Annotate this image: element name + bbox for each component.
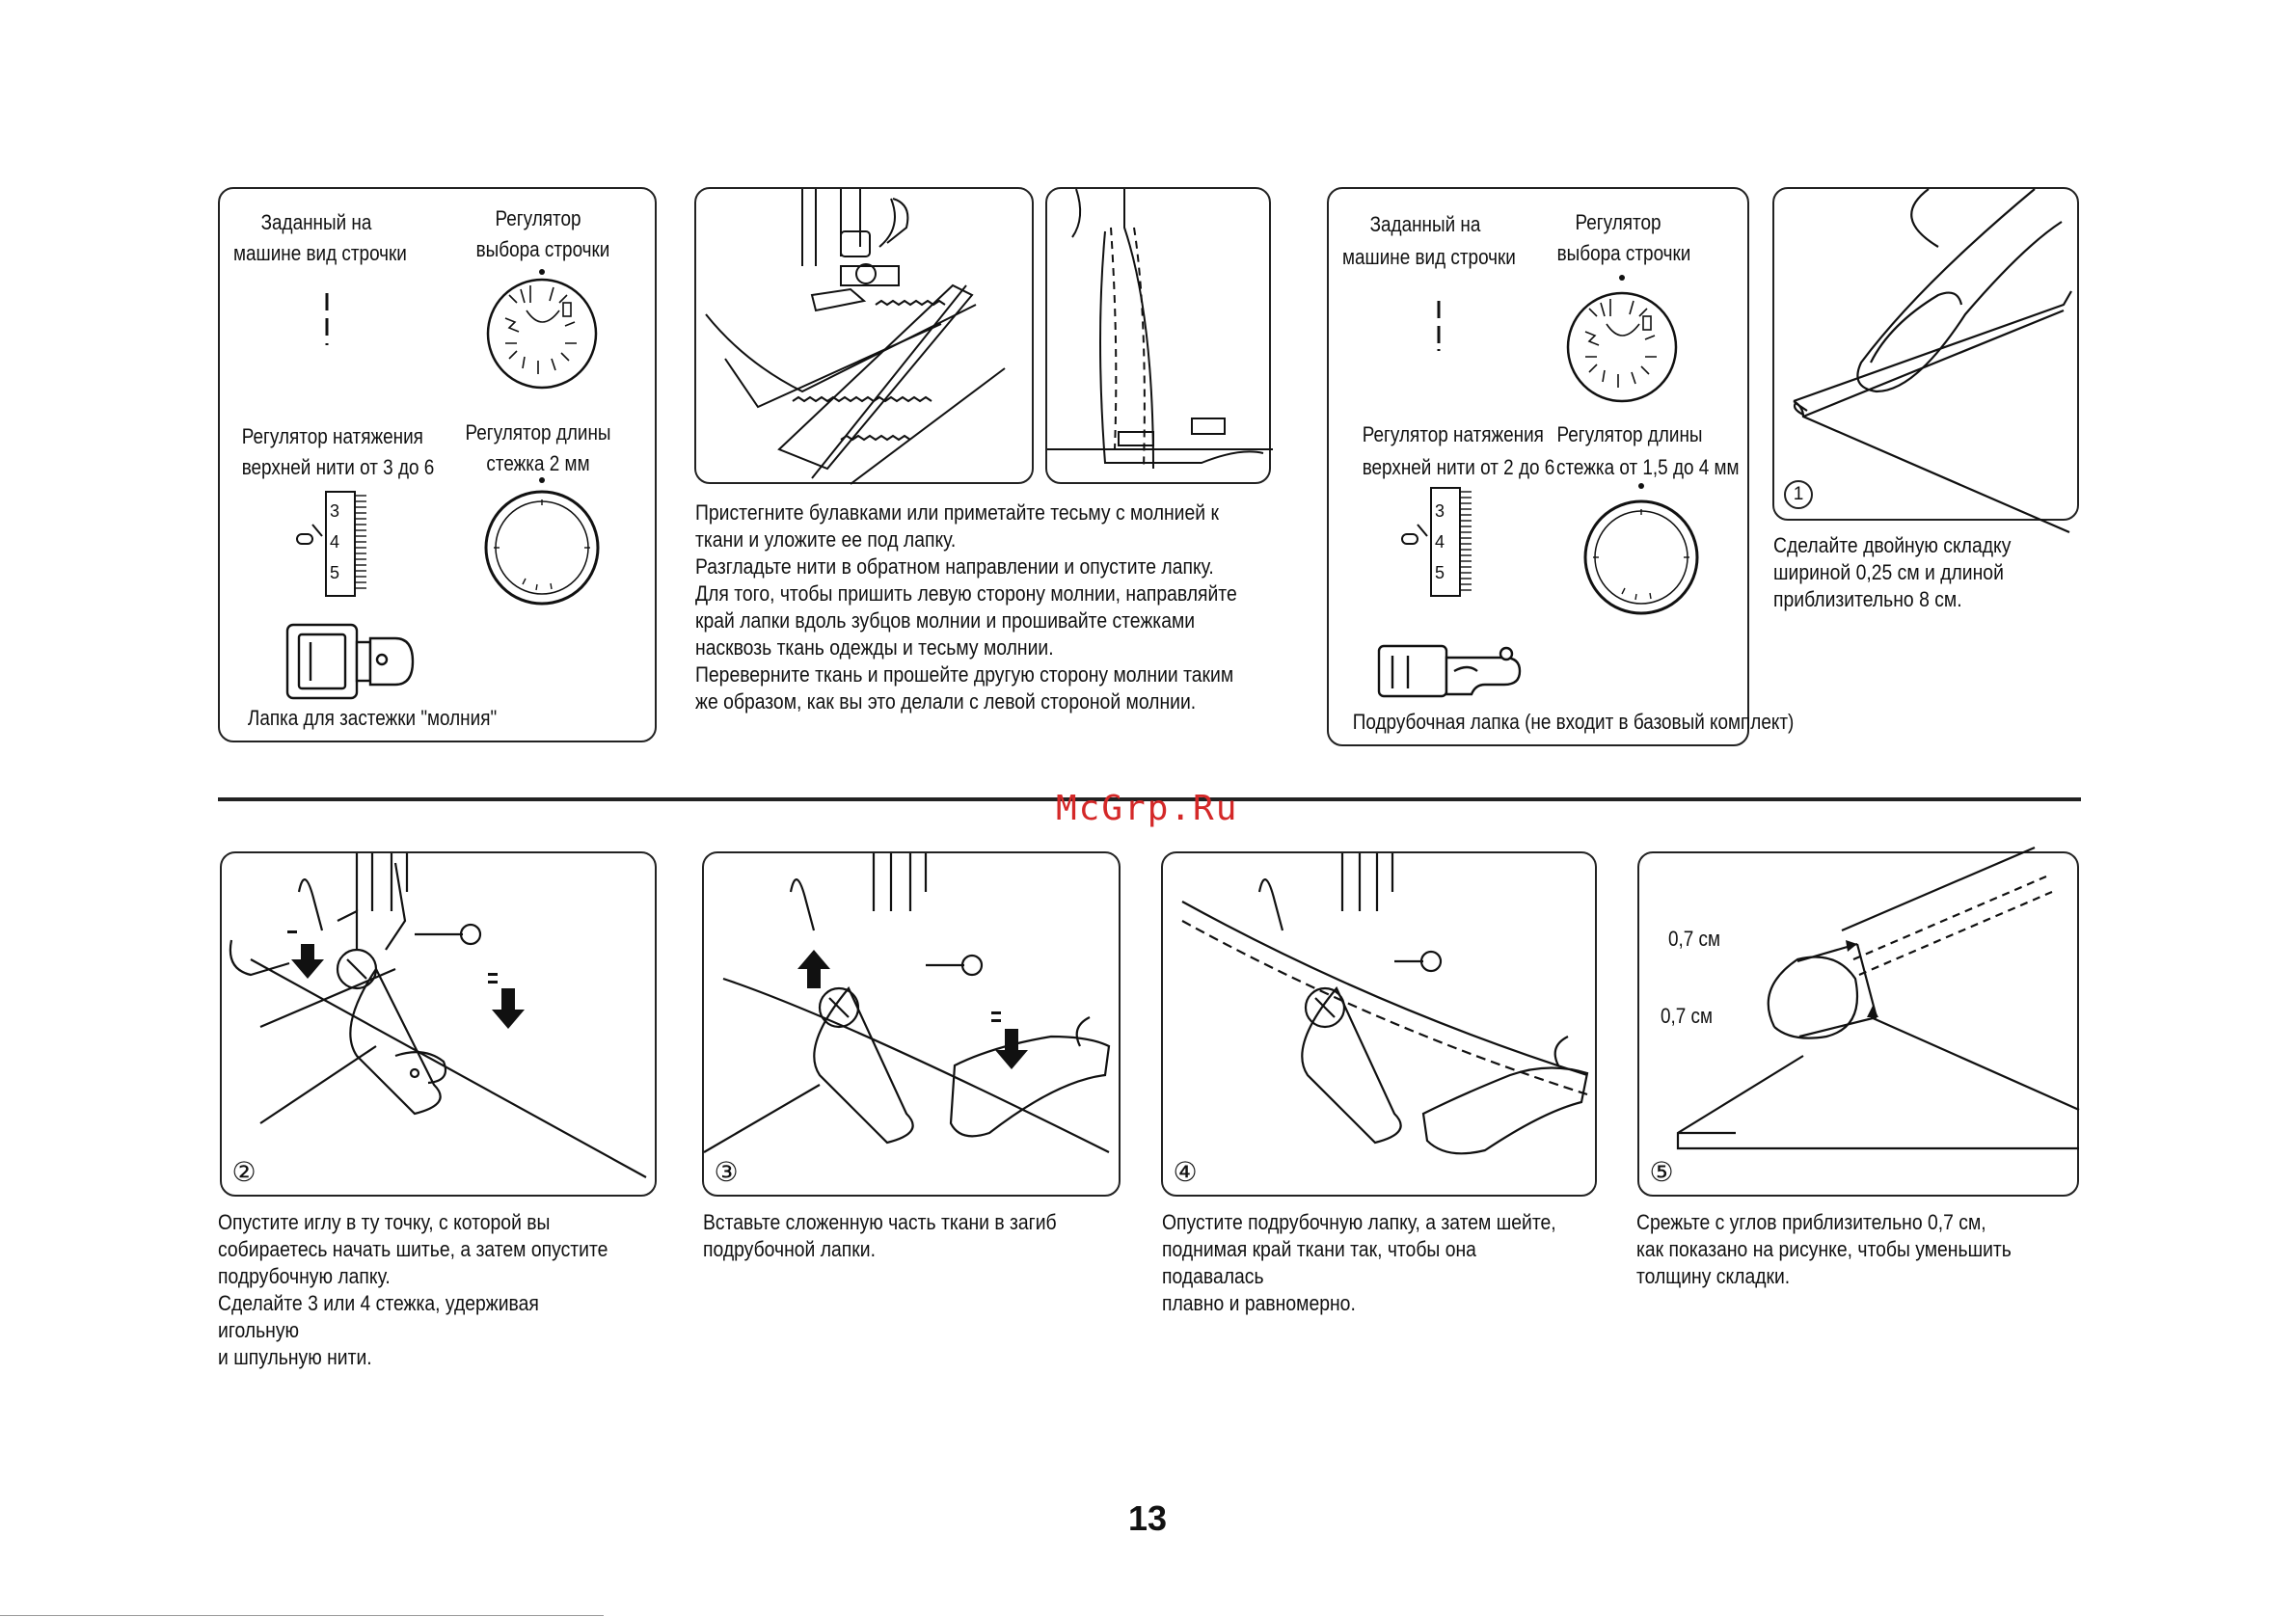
zipper-finished-drawing bbox=[1047, 188, 1273, 470]
tension-digit-5: 5 bbox=[330, 563, 339, 582]
step1-number: 1 bbox=[1784, 480, 1813, 509]
step2-text-line: собираетесь начать шитье, а затем опусти… bbox=[218, 1237, 608, 1261]
step4-text-line: Опустите подрубочную лапку, а затем шейт… bbox=[1162, 1210, 1556, 1234]
step1-text-line: приблизительно 8 см. bbox=[1773, 587, 1962, 611]
step3-instructions: Вставьте сложенную часть ткани в загиб п… bbox=[703, 1209, 1067, 1263]
zipper-sewing-illustration bbox=[694, 187, 1034, 485]
set-stitch-label-2: машине вид строчки bbox=[233, 241, 407, 265]
step2-drawing bbox=[229, 853, 647, 1178]
step5-drawing bbox=[1676, 846, 2080, 1150]
zipper-text-line: насквозь ткань одежды и тесьму молнии. bbox=[695, 635, 1054, 660]
step1-text-line: шириной 0,25 см и длиной bbox=[1773, 560, 2004, 584]
step4-number: ④ bbox=[1171, 1159, 1200, 1189]
zipper-sewing-drawing bbox=[705, 189, 1006, 485]
length-label-2: стежка 2 мм bbox=[486, 451, 590, 475]
step2-text-line: и шпульную нити. bbox=[218, 1345, 372, 1369]
set-stitch-label-1: Заданный на bbox=[260, 210, 372, 234]
selector-label-1: Регулятор bbox=[1575, 210, 1661, 234]
step3-text-line: Вставьте сложенную часть ткани в загиб bbox=[703, 1210, 1057, 1234]
step2-text-line: Опустите иглу в ту точку, с которой вы bbox=[218, 1210, 551, 1234]
step4-instructions: Опустите подрубочную лапку, а затем шейт… bbox=[1162, 1209, 1561, 1317]
hem-settings-panel: Заданный на машине вид строчки Регулятор… bbox=[1327, 187, 1794, 746]
tension-digit-4: 4 bbox=[1435, 532, 1445, 552]
step2-text-line: Сделайте 3 или 4 стежка, удерживая иголь… bbox=[218, 1291, 539, 1342]
tension-digit-3: 3 bbox=[330, 501, 339, 521]
tension-label-2: верхней нити от 3 до 6 bbox=[241, 455, 435, 479]
zipper-instructions: Пристегните булавками или приметайте тес… bbox=[695, 499, 1238, 715]
step5-number: ⑤ bbox=[1647, 1159, 1676, 1189]
step3-illustration: ③ bbox=[702, 851, 1121, 1197]
step2-illustration: ② bbox=[220, 851, 657, 1197]
step3-text-line: подрубочной лапки. bbox=[703, 1237, 876, 1261]
step5-illustration: 0,7 см 0,7 см ⑤ bbox=[1637, 846, 2080, 1197]
step5-text-line: Срежьте с углов приблизительно 0,7 см, bbox=[1636, 1210, 1986, 1234]
step4-illustration: ④ bbox=[1161, 851, 1597, 1197]
length-label-1: Регулятор длины bbox=[465, 420, 611, 445]
zipper-text-line: край лапки вдоль зубцов молнии и прошива… bbox=[695, 608, 1196, 633]
length-label-1: Регулятор длины bbox=[1556, 422, 1703, 446]
zipper-settings-panel: Заданный на машине вид строчки Регулятор… bbox=[218, 187, 657, 742]
tension-digit-4: 4 bbox=[330, 532, 339, 552]
step4-drawing bbox=[1181, 853, 1589, 1155]
step5-measure-2: 0,7 см bbox=[1660, 1004, 1714, 1028]
step5-instructions: Срежьте с углов приблизительно 0,7 см, к… bbox=[1636, 1209, 2018, 1290]
page-number: 13 bbox=[1128, 1498, 1168, 1538]
zipper-settings-drawing: 3 4 5 bbox=[285, 269, 600, 700]
tension-digit-5: 5 bbox=[1435, 563, 1445, 582]
selector-label-2: выбора строчки bbox=[475, 237, 610, 261]
step1-drawing bbox=[1793, 188, 2072, 534]
step5-text-line: как показано на рисунке, чтобы уменьшить bbox=[1636, 1237, 2012, 1261]
step3-number: ③ bbox=[712, 1159, 741, 1189]
tension-label-2: верхней нити от 2 до 6 bbox=[1362, 455, 1555, 479]
zipper-text-line: же образом, как вы это делали с левой ст… bbox=[695, 689, 1197, 714]
zipper-text-line: Переверните ткань и прошейте другую стор… bbox=[695, 662, 1234, 687]
selector-label-2: выбора строчки bbox=[1556, 241, 1691, 265]
step4-text-line: плавно и равномерно. bbox=[1162, 1291, 1356, 1315]
step4-text-line: поднимая край ткани так, чтобы она подав… bbox=[1162, 1237, 1476, 1288]
zipper-text-line: Для того, чтобы пришить левую сторону мо… bbox=[695, 581, 1237, 606]
length-label-2: стежка от 1,5 до 4 мм bbox=[1556, 455, 1740, 479]
step5-text-line: толщину складки. bbox=[1636, 1264, 1791, 1288]
set-stitch-label-1: Заданный на bbox=[1369, 212, 1481, 236]
step3-drawing bbox=[703, 853, 1111, 1153]
zipper-text-line: Разгладьте нити в обратном направлении и… bbox=[695, 554, 1214, 579]
zipper-finished-illustration bbox=[1045, 187, 1273, 484]
watermark: McGrp.Ru bbox=[1056, 789, 1239, 828]
footer-rule bbox=[0, 1615, 604, 1616]
zipper-foot-label: Лапка для застежки "молния" bbox=[247, 706, 498, 730]
step1-text-line: Сделайте двойную складку bbox=[1773, 533, 2012, 557]
hem-settings-drawing: 3 4 5 bbox=[1377, 275, 1699, 698]
tension-label-1: Регулятор натяжения bbox=[241, 424, 423, 448]
step5-measure-1: 0,7 см bbox=[1667, 927, 1721, 951]
step1-instructions: Сделайте двойную складку шириной 0,25 см… bbox=[1773, 532, 2037, 613]
tension-digit-3: 3 bbox=[1435, 501, 1445, 521]
set-stitch-label-2: машине вид строчки bbox=[1342, 245, 1516, 269]
zipper-text-line: Пристегните булавками или приметайте тес… bbox=[695, 500, 1219, 525]
section-divider bbox=[218, 797, 2081, 801]
step1-illustration: 1 bbox=[1772, 187, 2079, 534]
step2-instructions: Опустите иглу в ту точку, с которой вы с… bbox=[218, 1209, 608, 1371]
selector-label-1: Регулятор bbox=[495, 206, 581, 230]
step2-text-line: подрубочную лапку. bbox=[218, 1264, 391, 1288]
tension-label-1: Регулятор натяжения bbox=[1362, 422, 1544, 446]
step2-number: ② bbox=[230, 1159, 258, 1189]
zipper-text-line: ткани и уложите ее под лапку. bbox=[695, 527, 957, 552]
